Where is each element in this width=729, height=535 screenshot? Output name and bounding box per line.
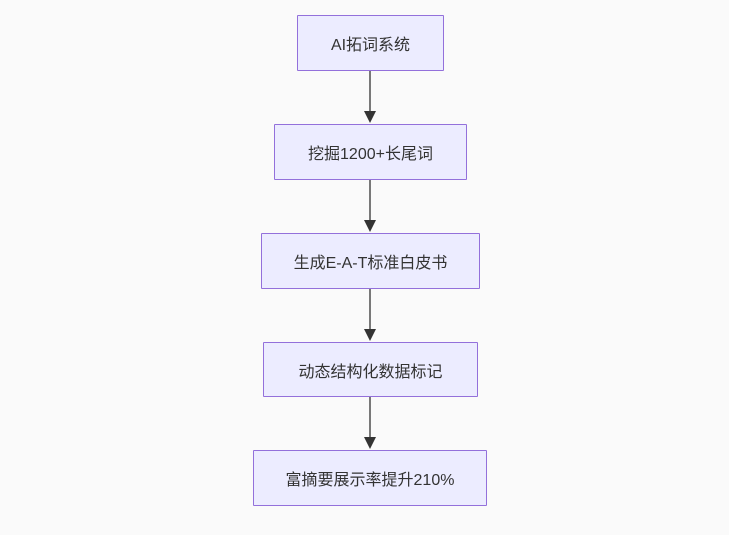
flow-node-generate-eat-whitepaper: 生成E-A-T标准白皮书 (261, 233, 480, 289)
flow-node-dynamic-structured-data-markup: 动态结构化数据标记 (263, 342, 478, 397)
node-label: 富摘要展示率提升210% (285, 472, 455, 489)
node-label: 挖掘1200+长尾词 (308, 146, 433, 163)
node-label: AI拓词系统 (330, 37, 411, 54)
flow-node-ai-word-expansion-system: AI拓词系统 (297, 15, 444, 71)
flow-node-mine-longtail-keywords: 挖掘1200+长尾词 (274, 124, 467, 180)
flow-node-rich-snippet-rate-increase: 富摘要展示率提升210% (253, 450, 487, 506)
node-label: 生成E-A-T标准白皮书 (293, 255, 448, 272)
node-label: 动态结构化数据标记 (298, 363, 443, 381)
